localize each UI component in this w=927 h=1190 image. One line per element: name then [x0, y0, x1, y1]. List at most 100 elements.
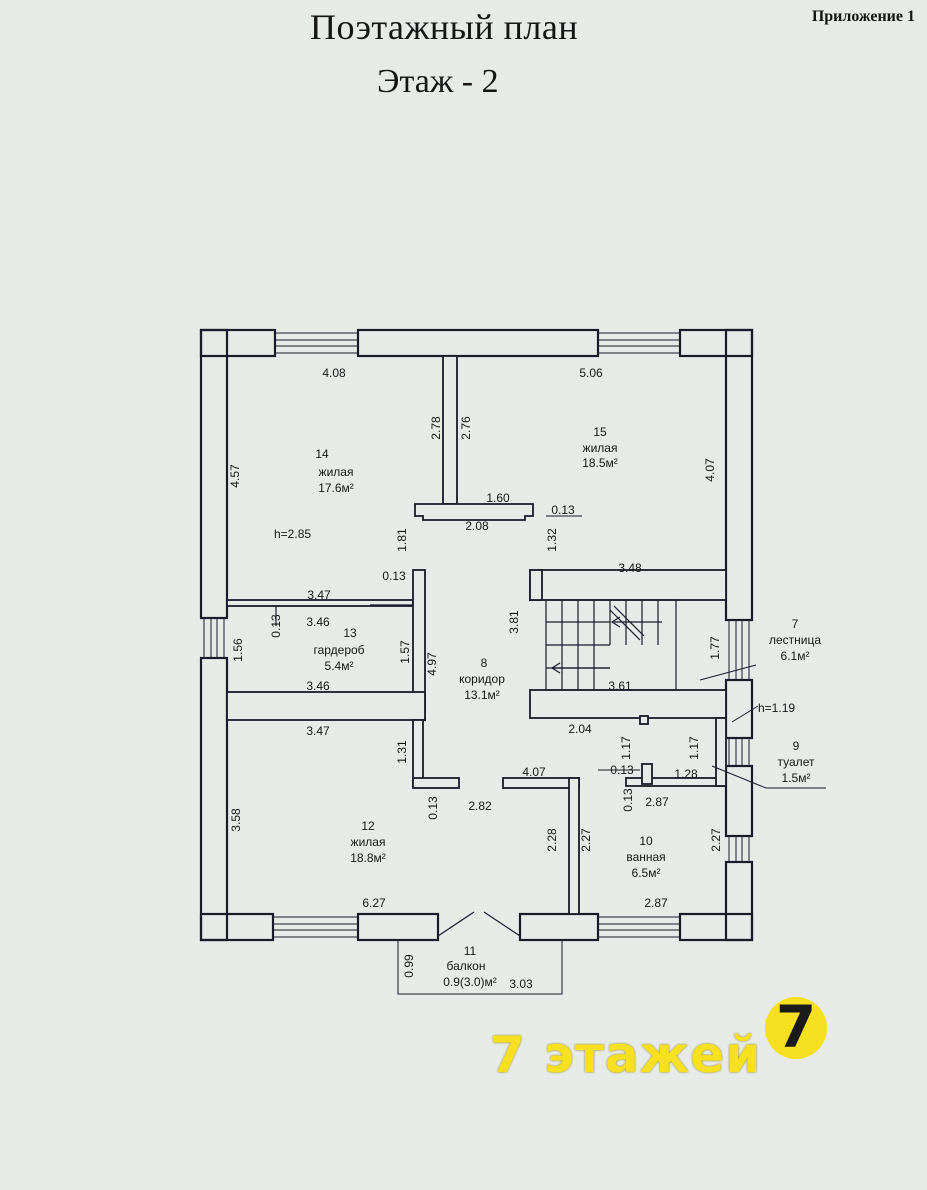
plan-label: 12	[361, 819, 375, 833]
plan-label: 2.82	[468, 799, 492, 813]
plan-label: 1.31	[395, 740, 409, 764]
plan-label: 17.6м²	[318, 481, 354, 495]
plan-label: 3.47	[307, 588, 331, 602]
wall-toilet-stub	[641, 763, 653, 785]
outer-wall-bottom	[199, 912, 754, 942]
watermark-text: 7 этажей	[490, 1026, 762, 1084]
wall-13-12	[226, 691, 426, 721]
plan-label: 1.60	[486, 491, 510, 505]
doors	[275, 604, 521, 937]
walls	[199, 328, 754, 942]
height-labels: h=2.85 h=1.19	[274, 527, 795, 715]
plan-label: 18.8м²	[350, 851, 386, 865]
plan-label: 2.87	[645, 795, 669, 809]
interior-walls	[226, 355, 727, 915]
plan-label: жилая	[319, 465, 354, 479]
plan-label: 0.13	[610, 763, 634, 777]
outer-wall-right	[724, 328, 754, 942]
plan-label: 1.17	[619, 736, 633, 760]
page-title: Поэтажный план	[310, 7, 579, 47]
plan-label: 2.76	[459, 416, 473, 440]
outer-wall-left	[199, 328, 229, 942]
plan-label: 14	[315, 447, 329, 461]
plan-label: 0.13	[551, 503, 575, 517]
plan-label: туалет	[778, 755, 815, 769]
plan-label: 5.4м²	[325, 659, 354, 673]
plan-label: 3.48	[618, 561, 642, 575]
wall-corr-ledge	[412, 777, 460, 789]
plan-label: 0.13	[621, 788, 635, 812]
plan-label: 3.47	[306, 724, 330, 738]
plan-label: 2.04	[568, 722, 592, 736]
plan-label: 5.06	[579, 366, 603, 380]
wall-14-15	[442, 355, 458, 505]
plan-label: 0.99	[402, 954, 416, 978]
plan-label: 13.1м²	[464, 688, 500, 702]
plan-label: коридор	[459, 672, 505, 686]
plan-label: 1.77	[708, 636, 722, 660]
window-bottom-left	[272, 916, 359, 938]
plan-label: 1.17	[687, 736, 701, 760]
plan-label: 6.1м²	[781, 649, 810, 663]
plan-label: 13	[343, 626, 357, 640]
wall-15-bottom	[529, 569, 727, 601]
plan-label: жилая	[583, 441, 618, 455]
plan-label: 2.28	[545, 828, 559, 852]
plan-label: 11	[464, 944, 477, 958]
plan-label: лестница	[769, 633, 821, 647]
plan-label: 3.46	[306, 615, 330, 629]
plan-label: 4.57	[228, 464, 242, 488]
plan-label: балкон	[447, 959, 486, 973]
plan-label: 10	[639, 834, 653, 848]
plan-label: 0.9(3.0)м²	[443, 975, 497, 989]
room-14: 14 жилая 17.6м²	[315, 447, 353, 495]
plan-label: 3.03	[509, 977, 533, 991]
plan-label: 18.5м²	[582, 456, 618, 470]
plan-label: 0.13	[426, 796, 440, 820]
plan-label: ванная	[626, 850, 665, 864]
plan-label: 15	[593, 425, 607, 439]
plan-label: 1.32	[545, 528, 559, 552]
wall-stair-edge	[529, 569, 543, 601]
plan-label: 2.78	[429, 416, 443, 440]
plan-label: 1.28	[674, 767, 698, 781]
plan-label: 4.07	[703, 458, 717, 482]
window-left	[203, 617, 225, 659]
wall-post	[639, 715, 649, 725]
plan-label: 2.87	[644, 896, 668, 910]
plan-label: 8	[481, 656, 488, 670]
plan-label: 4.08	[322, 366, 346, 380]
watermark-logo-icon: 7	[765, 993, 827, 1061]
plan-label: 1.56	[231, 638, 245, 662]
plan-label: 1.57	[398, 640, 412, 664]
wall-10-left	[568, 777, 580, 915]
plan-label: 3.58	[229, 808, 243, 832]
niche-wall	[414, 503, 534, 521]
room-9: 9 туалет 1.5м²	[778, 739, 815, 785]
plan-label: 9	[793, 739, 800, 753]
window-top-right	[597, 332, 681, 354]
leader-lines	[546, 515, 826, 789]
window-bottom-right	[597, 916, 681, 938]
floor-subtitle: Этаж - 2	[377, 63, 499, 100]
plan-label: 4.97	[425, 652, 439, 676]
windows	[203, 332, 750, 938]
window-top-left	[274, 332, 359, 354]
window-right-toilet	[728, 737, 750, 767]
wall-toilet-right	[715, 717, 727, 787]
wall-10-top	[502, 777, 580, 789]
room-12: 12 жилая 18.8м²	[350, 819, 386, 865]
plan-label: жилая	[351, 835, 386, 849]
height-main: h=2.85	[274, 527, 311, 541]
plan-label: 1.5м²	[782, 771, 811, 785]
window-right-bath	[728, 835, 750, 863]
wall-stair-bottom	[529, 689, 727, 719]
plan-label: 2.08	[465, 519, 489, 533]
